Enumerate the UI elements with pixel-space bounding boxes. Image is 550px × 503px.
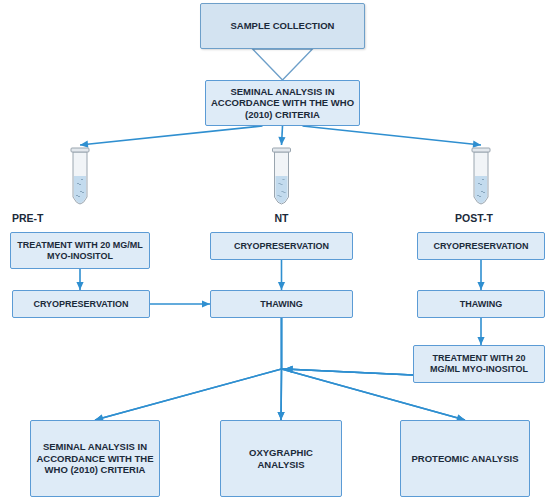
box-text: TREATMENT WITH 20 MG/ML MYO-INOSITOL bbox=[16, 240, 144, 262]
arrow-head bbox=[285, 366, 293, 373]
flow-arrow bbox=[477, 260, 484, 290]
box-text: PROTEOMIC ANALYSIS bbox=[412, 453, 519, 465]
flow-arrow bbox=[95, 366, 413, 422]
process-box: TREATMENT WITH 20 MG/ML MYO-INOSITOL bbox=[10, 232, 150, 269]
flow-arrow bbox=[150, 300, 210, 307]
arrow-head bbox=[80, 141, 88, 148]
process-box: SEMINAL ANALYSIS IN ACCORDANCE WITH THE … bbox=[205, 80, 360, 126]
box-text: THAWING bbox=[460, 299, 503, 310]
connector-line bbox=[281, 369, 413, 420]
arrow-head bbox=[76, 282, 83, 290]
test-tube bbox=[71, 148, 89, 204]
flow-arrow bbox=[278, 260, 285, 290]
flow-arrow bbox=[303, 126, 482, 232]
flow-arrow bbox=[95, 318, 282, 421]
process-box: CRYOPRESERVATION bbox=[417, 232, 545, 260]
process-box: CRYOPRESERVATION bbox=[12, 290, 150, 318]
process-box: TREATMENT WITH 20 MG/ML MYO-INOSITOL bbox=[413, 345, 545, 383]
hollow-arrow bbox=[253, 49, 313, 80]
test-tube bbox=[472, 148, 490, 204]
group-label: POST-T bbox=[455, 212, 493, 224]
arrow-head bbox=[202, 300, 210, 307]
box-text: CRYOPRESERVATION bbox=[234, 241, 329, 252]
process-box: OXYGRAPHIC ANALYSIS bbox=[220, 420, 342, 497]
flow-arrow bbox=[80, 126, 263, 232]
arrow-head bbox=[285, 366, 293, 373]
test-tube bbox=[273, 148, 291, 204]
arrow-head bbox=[477, 282, 484, 290]
arrow-head bbox=[277, 412, 284, 420]
arrow-head bbox=[473, 141, 481, 148]
flow-arrow bbox=[253, 49, 313, 80]
connector-line bbox=[95, 369, 413, 420]
group-label: PRE-T bbox=[12, 212, 44, 224]
box-text: SEMINAL ANALYSIS IN ACCORDANCE WITH THE … bbox=[36, 441, 154, 476]
box-text: SEMINAL ANALYSIS IN ACCORDANCE WITH THE … bbox=[211, 86, 354, 121]
flow-arrow bbox=[76, 269, 83, 290]
arrow-head bbox=[285, 366, 293, 373]
process-box: CRYOPRESERVATION bbox=[210, 232, 353, 260]
flow-arrow bbox=[477, 318, 484, 345]
box-text: CRYOPRESERVATION bbox=[433, 241, 528, 252]
process-box: PROTEOMIC ANALYSIS bbox=[400, 420, 530, 497]
connector-line bbox=[95, 318, 282, 420]
connector-line bbox=[150, 303, 210, 305]
process-box: SEMINAL ANALYSIS IN ACCORDANCE WITH THE … bbox=[30, 420, 160, 497]
box-text: THAWING bbox=[260, 299, 303, 310]
box-text: OXYGRAPHIC ANALYSIS bbox=[226, 447, 336, 470]
start-box: SAMPLE COLLECTION bbox=[200, 3, 365, 49]
box-text: CRYOPRESERVATION bbox=[33, 299, 128, 310]
box-text: TREATMENT WITH 20 MG/ML MYO-INOSITOL bbox=[419, 353, 539, 375]
connector-line bbox=[303, 126, 482, 145]
connector-line bbox=[80, 126, 263, 145]
process-box: THAWING bbox=[210, 290, 353, 318]
box-text: SAMPLE COLLECTION bbox=[231, 20, 335, 32]
group-label: NT bbox=[275, 212, 289, 224]
arrow-head bbox=[278, 137, 285, 145]
arrow-head bbox=[278, 282, 285, 290]
arrow-head bbox=[277, 412, 284, 420]
arrow-head bbox=[477, 337, 484, 345]
process-box: THAWING bbox=[417, 290, 545, 318]
